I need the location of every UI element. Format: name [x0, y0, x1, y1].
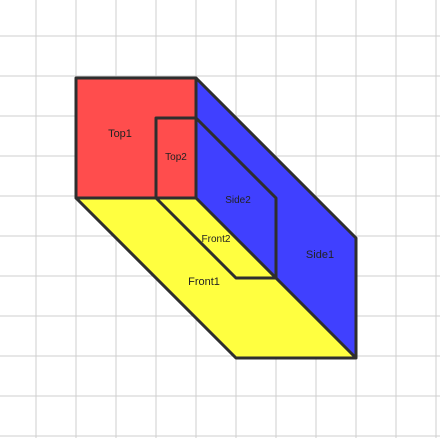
side2-outline — [154, 116, 278, 280]
side2-label: Side2 — [225, 195, 251, 206]
side1-label: Side1 — [306, 249, 334, 261]
outline — [74, 76, 358, 360]
top2-label: Top2 — [165, 152, 187, 163]
front2-label: Front2 — [202, 234, 231, 245]
front1-face — [76, 198, 356, 358]
top1-face — [76, 78, 196, 198]
top2-outline — [154, 116, 198, 200]
top1-label: Top1 — [108, 128, 132, 140]
front1-label: Front1 — [188, 276, 220, 288]
